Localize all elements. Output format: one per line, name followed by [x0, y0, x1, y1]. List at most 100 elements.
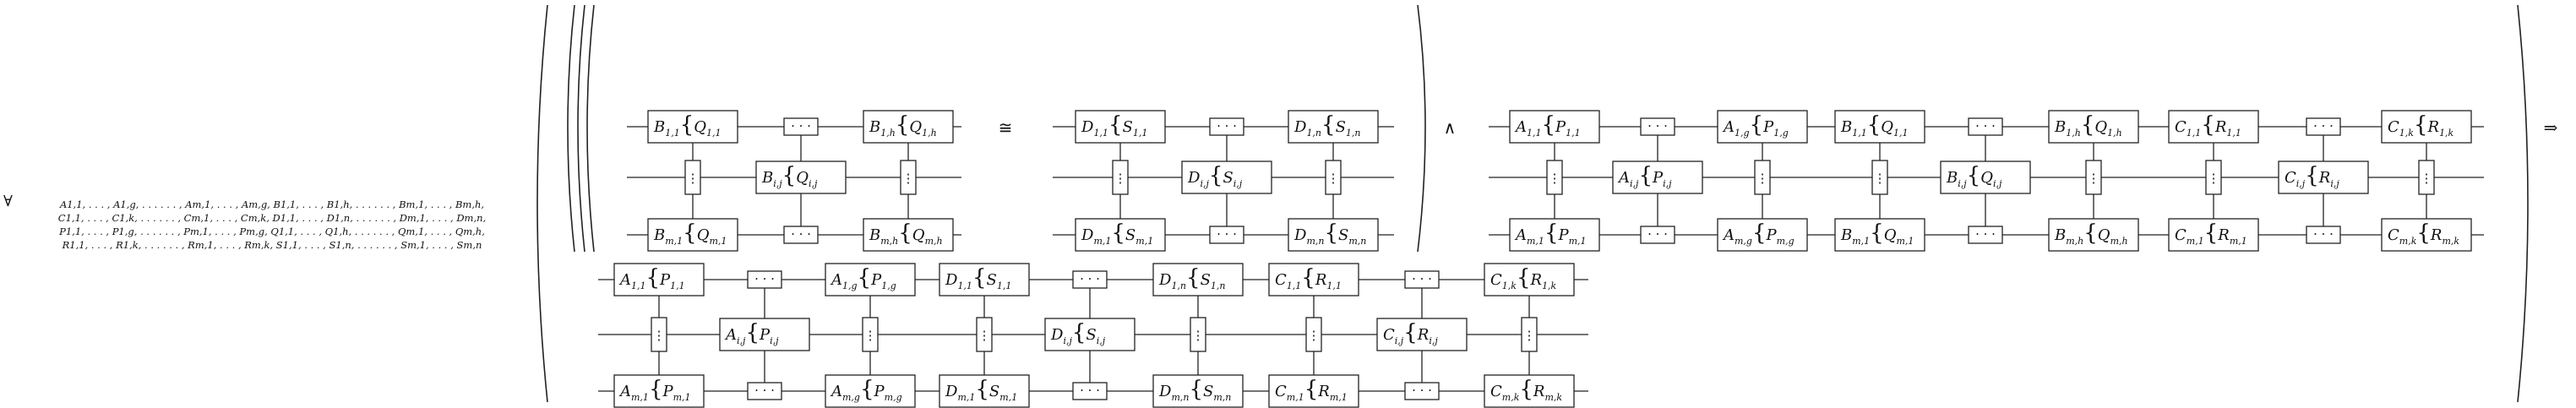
label-box-text: Am,g{Pm,g: [830, 377, 902, 403]
label-box-text: Cm,1{Rm,1: [1275, 377, 1348, 403]
ds-cell-top-right: D1,n{S1,n: [1288, 110, 1379, 144]
index-line-2: C1,1, . . . , C1,k, . . . . . . , Cm,1, …: [58, 212, 486, 224]
hdots-box: [1968, 226, 2003, 244]
hdots-text: · · ·: [1412, 383, 1432, 398]
label-box-text: Bm,h{Qm,h: [869, 220, 943, 247]
label-box-frame: [2168, 110, 2259, 144]
vdots-box: [1190, 317, 1206, 352]
vdots-text: ⋮: [1327, 171, 1340, 186]
ap-bottom-cell-middle: Ai,j{Pi,j: [719, 318, 810, 351]
index-list: A1,1, . . . , A1,g, . . . . . . , Am,1, …: [58, 199, 486, 251]
hdots-box: [1640, 226, 1675, 244]
vdots-text: ⋮: [1523, 328, 1536, 343]
label-box-frame: [1717, 218, 1808, 252]
vdots-box: [1325, 160, 1342, 195]
ds-bottom-cell-middle: Di,j{Si,j: [1044, 318, 1136, 351]
label-box-text: C1,1{R1,1: [1275, 265, 1342, 291]
ds-bottom-cell-bottom-right: Dm,n{Sm,n: [1152, 374, 1244, 408]
cr-top-cell-top-left: C1,1{R1,1: [2168, 110, 2259, 144]
vdots-box: [2418, 160, 2435, 195]
forall-symbol: ∀: [3, 193, 13, 210]
label-box-frame: [1612, 160, 1703, 194]
hdots-box: [1209, 226, 1244, 244]
ap-top-cell-top-right: A1,g{P1,g: [1717, 110, 1808, 144]
ap-bottom-cell-top-left: A1,1{P1,1: [613, 263, 705, 296]
label-box-frame: [1268, 374, 1359, 408]
label-box-frame: [1075, 110, 1166, 144]
label-box-text: Di,j{Si,j: [1187, 163, 1243, 189]
label-box-text: A1,1{P1,1: [1514, 112, 1581, 139]
bq-top-cell-top-right: B1,h{Q1,h: [2048, 110, 2139, 144]
label-box-frame: [2278, 160, 2369, 194]
label-box-frame: [2381, 110, 2472, 144]
label-box-frame: [825, 263, 916, 296]
hdots-box: [783, 226, 819, 244]
label-box-frame: [613, 263, 705, 296]
label-box-text: Ci,j{Ri,j: [1383, 320, 1438, 346]
implies-symbol: ⇒: [2544, 117, 2558, 138]
vdots-box: [2085, 160, 2102, 195]
cr-bottom-cell-middle: Ci,j{Ri,j: [1376, 318, 1468, 351]
hdots-text: · · ·: [1080, 383, 1100, 398]
ap-top-cell-middle: Ai,j{Pi,j: [1612, 160, 1703, 194]
iso-symbol: ≅: [999, 117, 1013, 138]
label-box-text: B1,1{Q1,1: [653, 112, 722, 139]
ap-bottom-cell-top-right: A1,g{P1,g: [825, 263, 916, 296]
cr-bottom-cell-top-right: C1,k{R1,k: [1484, 263, 1575, 296]
label-box-text: C1,k{R1,k: [2388, 112, 2454, 139]
ds-cell-middle: Di,j{Si,j: [1181, 160, 1272, 194]
vdots-box: [900, 160, 917, 195]
label-box-text: Am,g{Pm,g: [1722, 220, 1794, 247]
label-box-text: Dm,n{Sm,n: [1158, 377, 1231, 403]
ds-bottom-cell-top-left: D1,1{S1,1: [939, 263, 1030, 296]
cr-bottom-cell-top-left: C1,1{R1,1: [1268, 263, 1359, 296]
outer-right-paren: [2517, 4, 2529, 403]
index-line-1: A1,1, . . . , A1,g, . . . . . . , Am,1, …: [59, 199, 484, 210]
label-box-frame: [1717, 110, 1808, 144]
label-box-text: C1,k{R1,k: [1490, 265, 1557, 291]
label-box-frame: [755, 160, 847, 194]
cr-bottom-cell-bottom-left: Cm,1{Rm,1: [1268, 374, 1359, 408]
vdots-box: [976, 317, 993, 352]
label-box-frame: [2048, 110, 2139, 144]
label-box-text: D1,1{S1,1: [945, 265, 1011, 291]
label-box-frame: [1509, 110, 1600, 144]
vdots-box: [651, 317, 667, 352]
ds-bottom-cell-bottom-left: Dm,1{Sm,1: [939, 374, 1030, 408]
label-box-text: Am,1{Pm,1: [618, 377, 691, 403]
hdots-text: · · ·: [1647, 226, 1668, 242]
label-box-frame: [2381, 218, 2472, 252]
label-box-text: Dm,1{Sm,1: [1081, 220, 1153, 247]
cr-top-cell-bottom-left: Cm,1{Rm,1: [2168, 218, 2259, 252]
label-box-frame: [1288, 218, 1379, 252]
label-box-frame: [1940, 160, 2031, 194]
hdots-box: [2306, 117, 2341, 136]
cr-top-cell-bottom-right: Cm,k{Rm,k: [2381, 218, 2472, 252]
group-right-paren: [1417, 4, 1426, 253]
vdots-text: ⋮: [1756, 171, 1769, 186]
hdots-box: [1404, 382, 1440, 400]
label-box-text: A1,g{P1,g: [830, 265, 896, 291]
bq-cell-top-right: B1,h{Q1,h: [863, 110, 954, 144]
hdots-box: [783, 117, 819, 136]
label-box-text: A1,g{P1,g: [1722, 112, 1789, 139]
hdots-box: [747, 382, 782, 400]
hdots-text: · · ·: [1217, 226, 1237, 242]
and-symbol: ∧: [1444, 117, 1457, 138]
label-box-text: D1,n{S1,n: [1158, 265, 1226, 291]
cr-top-cell-middle: Ci,j{Ri,j: [2278, 160, 2369, 194]
label-box-frame: [647, 218, 738, 252]
diagram-layer: B1,1{Q1,1· · ·B1,h{Q1,h⋮Bi,j{Qi,j⋮Bm,1{Q…: [598, 110, 2484, 408]
label-box-frame: [1484, 263, 1575, 296]
vdots-text: ⋮: [2208, 171, 2220, 186]
label-box-text: B1,1{Q1,1: [1840, 112, 1909, 139]
label-box-frame: [1509, 218, 1600, 252]
label-box-text: Dm,n{Sm,n: [1293, 220, 1366, 247]
vdots-box: [862, 317, 879, 352]
hdots-box: [1640, 117, 1675, 136]
ds-cell-bottom-right: Dm,n{Sm,n: [1288, 218, 1379, 252]
hdots-text: · · ·: [1217, 118, 1237, 133]
hdots-box: [747, 270, 782, 289]
vdots-box: [1112, 160, 1129, 195]
vdots-text: ⋮: [2088, 171, 2100, 186]
